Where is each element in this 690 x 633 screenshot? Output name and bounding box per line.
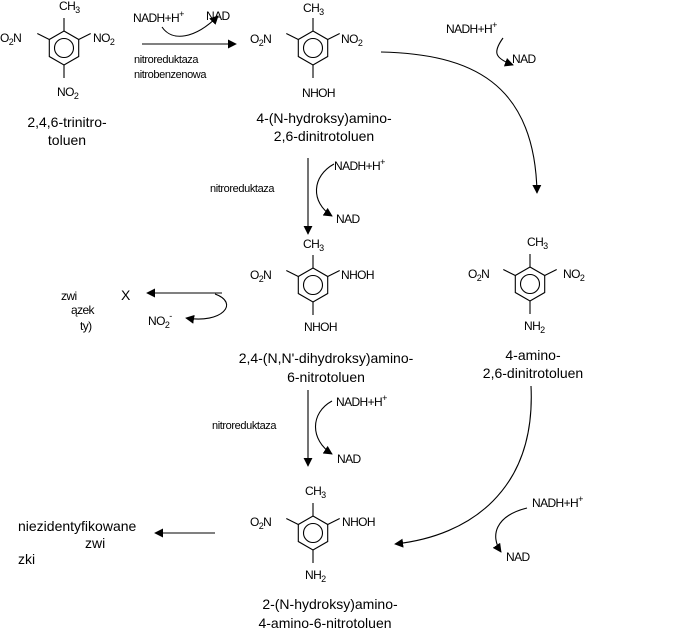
hydroxyamino-benzene-ring: [297, 30, 329, 66]
amino-benzene-ring: [514, 266, 546, 302]
enzyme-label-3: nitroreduktaza: [212, 420, 277, 432]
unidentified-line3: zki: [18, 551, 35, 567]
hydroxyamino-aromatic-circle: [302, 37, 324, 59]
diagram-labels: CH3 O2N NO2 NO2 2,4,6-trinitro- toluen N…: [0, 0, 585, 631]
dihydroxyamino-benzene-ring: [297, 267, 329, 303]
dihydroxyamino-name-line2: 6-nitrotoluen: [287, 369, 365, 385]
left-product-line3: ty): [80, 319, 92, 333]
final-nitro-label: O2N: [250, 515, 271, 531]
arrow-amino-to-final: [394, 385, 532, 548]
hydroxyamino-nhoh-label: NHOH: [302, 86, 335, 100]
tnt-aromatic-circle: [53, 37, 75, 59]
amino-name-line1: 4-amino-: [505, 347, 561, 363]
nad-label-1: NAD: [206, 9, 230, 23]
reaction-arrows: [142, 15, 542, 553]
hydroxyamino-left-nitro-label: O2N: [250, 32, 271, 48]
tnt-substituent-bond: [37, 33, 50, 40]
enzyme-label-1-line1: nitroreduktaza: [134, 54, 199, 66]
cofactor-arc-2: [496, 37, 514, 67]
amino-aromatic-circle: [519, 273, 541, 295]
dihydroxyamino-substituent-bond: [286, 270, 299, 277]
dihydroxyamino-ortho-nhoh-label: NHOH: [341, 268, 374, 282]
cofactor-arc-5: [492, 507, 528, 553]
amino-ch3-label: CH3: [527, 235, 548, 251]
left-product-line1: zwi: [61, 289, 77, 303]
nadh-label-5: NADH+H+: [532, 494, 583, 510]
nad-label-5: NAD: [506, 550, 530, 564]
hydroxyamino-right-nitro-label: NO2: [341, 32, 363, 48]
left-product-line2: ązek: [71, 303, 96, 317]
product-x-label: X: [121, 287, 131, 303]
tnt-substituent-bond: [78, 33, 91, 40]
final-aromatic-circle: [302, 522, 324, 544]
dihydroxyamino-aromatic-circle: [302, 274, 324, 296]
enzyme-label-1-line2: nitrobenzenowa: [134, 69, 207, 81]
nadh-label-3: NADH+H+: [334, 157, 385, 173]
enzyme-label-2: nitroreduktaza: [210, 183, 275, 195]
hydroxyamino-ch3-label: CH3: [303, 1, 324, 17]
final-nh2-label: NH2: [305, 568, 326, 584]
final-substituent-bond: [286, 518, 299, 525]
unidentified-line2: zwi: [85, 535, 105, 551]
tnt-right-nitro-label: NO2: [93, 31, 115, 47]
tnt-ch3-label: CH3: [59, 0, 80, 15]
nitrite-release-arc: [185, 293, 228, 324]
dihydroxyamino-name-line1: 2,4-(N,N'-dihydroksy)amino-: [239, 350, 414, 366]
hydroxyamino-substituent-bond: [327, 33, 340, 40]
cofactor-arc-3: [315, 163, 335, 217]
chemical-structures: [37, 18, 557, 563]
tnt-name-line1: 2,4,6-trinitro-: [27, 114, 107, 130]
tnt-para-nitro-label: NO2: [57, 85, 79, 101]
dihydroxyamino-substituent-bond: [327, 270, 340, 277]
final-nhoh-label: NHOH: [342, 515, 375, 529]
cofactor-arc-1: [161, 15, 219, 37]
final-ch3-label: CH3: [305, 484, 326, 500]
hydroxyamino-substituent-bond: [286, 33, 299, 40]
final-substituent-bond: [327, 518, 340, 525]
cofactor-arc-4: [315, 400, 333, 455]
nad-label-3: NAD: [336, 212, 360, 226]
final-name-line1: 2-(N-hydroksy)amino-: [262, 596, 398, 612]
nitrite-label: NO2-: [148, 311, 172, 330]
amino-substituent-bond: [544, 269, 557, 276]
hydroxyamino-name-line1: 4-(N-hydroksy)amino-: [256, 110, 392, 126]
final-benzene-ring: [297, 515, 329, 551]
nad-label-4: NAD: [337, 452, 361, 466]
tnt-benzene-ring: [48, 30, 80, 66]
nadh-label-1: NADH+H+: [133, 9, 184, 25]
arrow-hydroxyamino-to-amino: [380, 51, 542, 194]
dihydroxyamino-para-nhoh-label: NHOH: [304, 320, 337, 334]
hydroxyamino-name-line2: 2,6-dinitrotoluen: [274, 128, 374, 144]
tnt-name-line2: toluen: [48, 132, 86, 148]
amino-nh2-label: NH2: [524, 319, 545, 335]
nad-label-2: NAD: [512, 52, 536, 66]
final-name-line2: 4-amino-6-nitrotoluen: [258, 615, 391, 631]
amino-name-line2: 2,6-dinitrotoluen: [483, 365, 583, 381]
amino-left-nitro-label: O2N: [468, 267, 489, 283]
amino-right-nitro-label: NO2: [563, 267, 585, 283]
unidentified-line1: niezidentyfikowane: [18, 518, 137, 534]
nadh-label-2: NADH+H+: [446, 20, 497, 36]
tnt-left-nitro-label: O2N: [0, 31, 21, 47]
amino-substituent-bond: [503, 269, 516, 276]
dihydroxyamino-nitro-label: O2N: [250, 268, 271, 284]
nadh-label-4: NADH+H+: [336, 393, 387, 409]
dihydroxyamino-ch3-label: CH3: [303, 237, 324, 253]
